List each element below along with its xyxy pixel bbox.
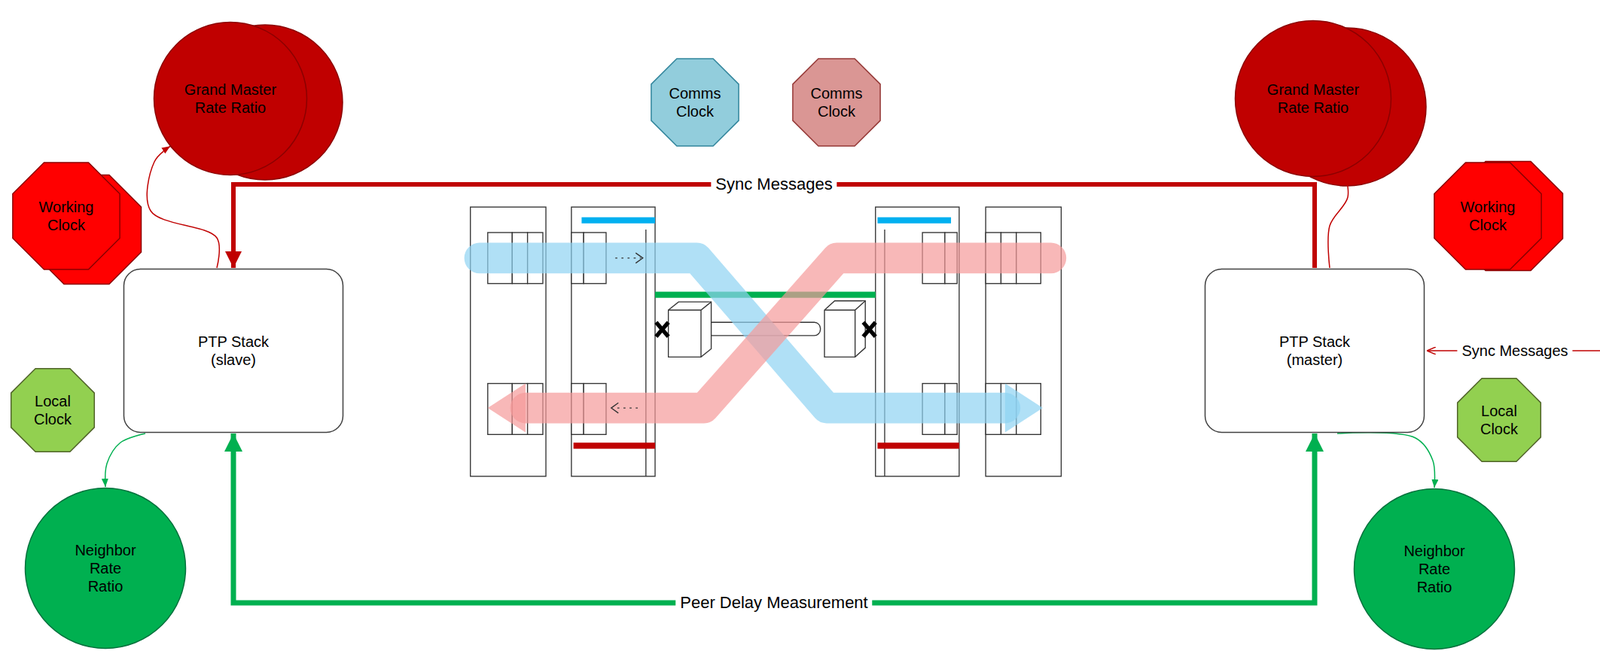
- node-label: Neighbor Rate Ratio: [1402, 542, 1467, 597]
- clock-octagon-outline: [7, 157, 125, 275]
- clock-octagon: Local Clock: [6, 364, 99, 457]
- blue-bar: [581, 217, 656, 224]
- rate-ratio-circle: Grand Master Rate Ratio: [1234, 19, 1393, 178]
- connector: [233, 433, 1315, 604]
- red-flow-arrow: [525, 258, 1052, 409]
- clock-octagon: Comms Clock: [788, 54, 885, 151]
- green-bus-bar: [655, 292, 876, 299]
- clock-octagon: Local Clock: [1453, 374, 1546, 467]
- rate-ratio-circle-outline: [152, 21, 308, 177]
- node-label: Grand Master Rate Ratio: [1256, 80, 1370, 117]
- clock-octagon-outline: [646, 54, 744, 151]
- node-label: Neighbor Rate Ratio: [73, 541, 138, 596]
- stack-box: PTP Stack (master): [1203, 268, 1426, 434]
- node-label: Working Clock: [1453, 198, 1522, 235]
- ecu-illustration: [470, 207, 1062, 477]
- red-bar: [877, 442, 959, 449]
- clock-octagon: Working Clock: [1429, 157, 1547, 275]
- connector: [233, 184, 1315, 269]
- node-label: PTP Stack (master): [1269, 332, 1360, 369]
- clock-octagon-outline: [1429, 157, 1547, 275]
- clock-octagon-outline: [788, 54, 885, 151]
- connector-label: Sync Messages: [710, 174, 837, 195]
- blue-bar: [877, 217, 951, 224]
- connector-label: Peer Delay Measurement: [675, 593, 872, 613]
- rate-ratio-circle: Neighbor Rate Ratio: [24, 487, 187, 650]
- clock-octagon-outline: [1453, 374, 1546, 467]
- node-label: Grand Master Rate Ratio: [173, 80, 287, 117]
- signal-label: Sync Messages: [1456, 342, 1573, 360]
- connector: [105, 433, 146, 488]
- red-bar: [573, 442, 656, 449]
- clock-octagon: Working Clock: [7, 157, 125, 275]
- stack-box-outline: [122, 268, 345, 434]
- connector: [1328, 170, 1349, 269]
- rate-ratio-circle: Neighbor Rate Ratio: [1353, 487, 1516, 651]
- node-label: Local Clock: [1472, 402, 1526, 439]
- clock-octagon-outline: [6, 364, 99, 457]
- node-label: Local Clock: [26, 392, 80, 429]
- rate-ratio-circle: Grand Master Rate Ratio: [152, 21, 308, 177]
- node-label: Comms Clock: [664, 84, 726, 121]
- node-label: Working Clock: [32, 198, 101, 235]
- rate-ratio-circle-outline: [1234, 19, 1393, 178]
- node-label: PTP Stack (slave): [188, 332, 279, 369]
- connector: [1337, 432, 1436, 488]
- node-label: Comms Clock: [806, 84, 867, 121]
- stack-box-outline: [1203, 268, 1426, 434]
- red-flow-arrowhead: [487, 384, 526, 433]
- stack-box: PTP Stack (slave): [122, 268, 345, 434]
- blue-flow-arrowhead: [1005, 384, 1043, 433]
- dotted-arrow: [611, 252, 644, 414]
- clock-octagon: Comms Clock: [646, 54, 744, 151]
